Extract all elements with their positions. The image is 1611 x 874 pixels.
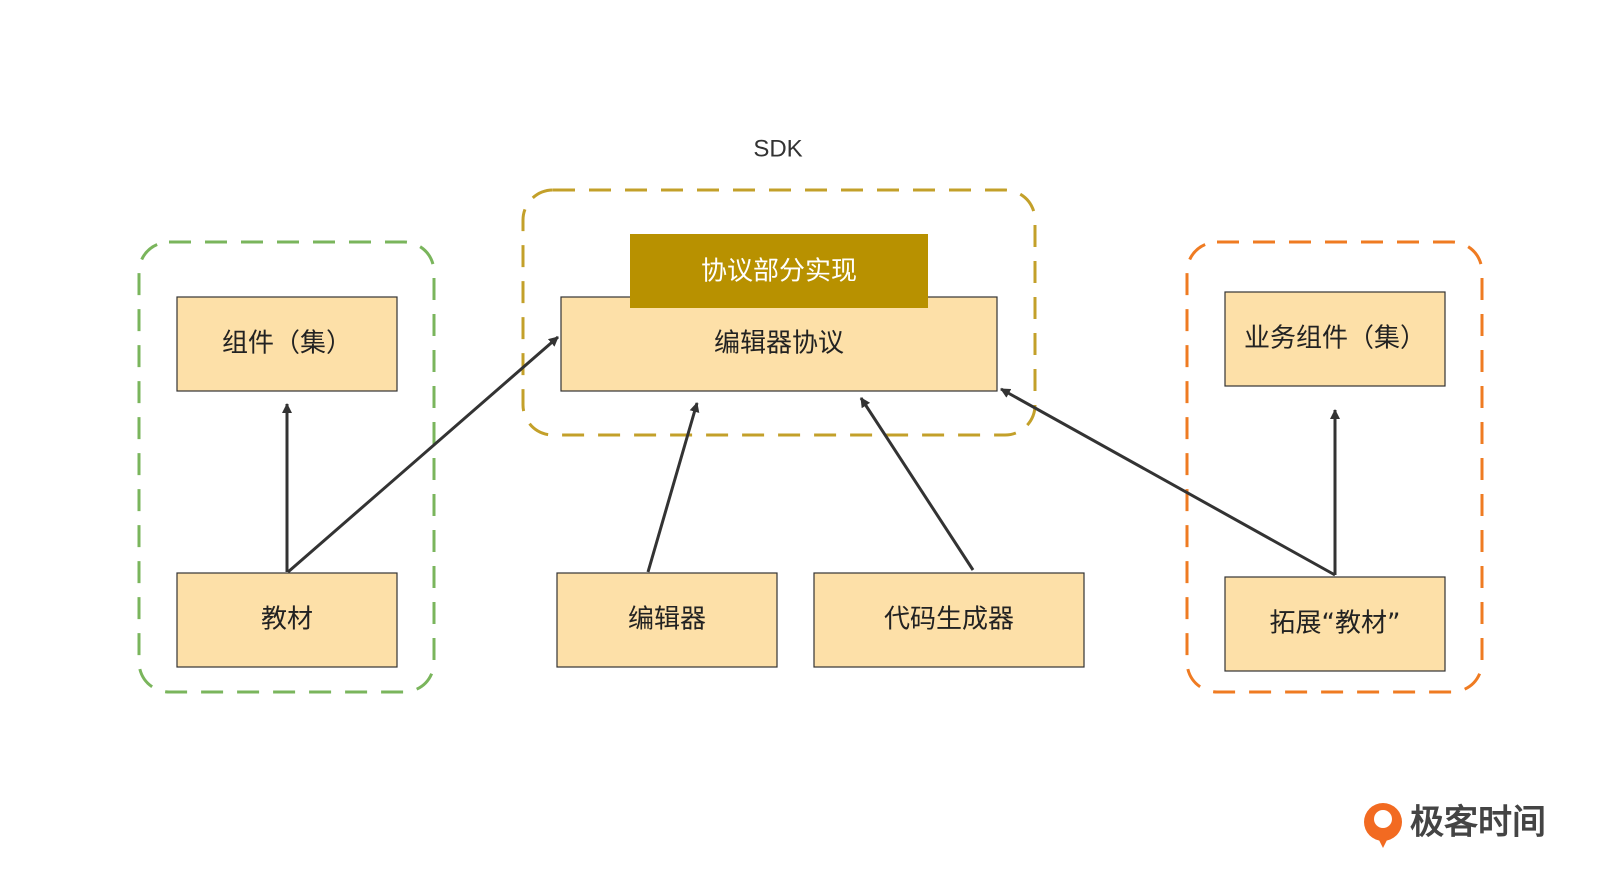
right-group-frame	[1185, 240, 1484, 694]
protocol-box-label: 编辑器协议	[714, 329, 844, 359]
components-box-label: 组件（集）	[222, 329, 352, 359]
arrow-material-to-protocol	[287, 335, 559, 574]
ext-material-box-label: 拓展“教材”	[1270, 609, 1401, 639]
material-box	[176, 572, 398, 668]
sdk-group-frame	[521, 188, 1037, 437]
arrow-editor-to-protocol	[646, 402, 700, 573]
protocol-box	[560, 296, 998, 392]
biz-components-box-label: 业务组件（集）	[1244, 324, 1426, 354]
editor-box-label: 编辑器	[628, 605, 706, 635]
left-group-frame	[137, 240, 436, 694]
arrow-ext-material-to-protocol	[1000, 387, 1336, 577]
codegen-box	[813, 572, 1085, 668]
ext-material-box	[1224, 576, 1446, 672]
logo-text: 极客时间	[1410, 803, 1546, 843]
protocol-banner	[630, 234, 928, 308]
editor-box	[556, 572, 778, 668]
arrow-codegen-to-protocol	[859, 397, 975, 571]
sdk-label: SDK	[753, 135, 802, 162]
protocol-banner-label: 协议部分实现	[701, 257, 857, 287]
codegen-box-label: 代码生成器	[884, 605, 1014, 635]
geektime-logo: 极客时间	[1364, 803, 1546, 848]
biz-components-box	[1224, 291, 1446, 387]
geektime-logo-icon	[1364, 803, 1402, 848]
material-box-label: 教材	[261, 605, 313, 635]
components-box	[176, 296, 398, 392]
